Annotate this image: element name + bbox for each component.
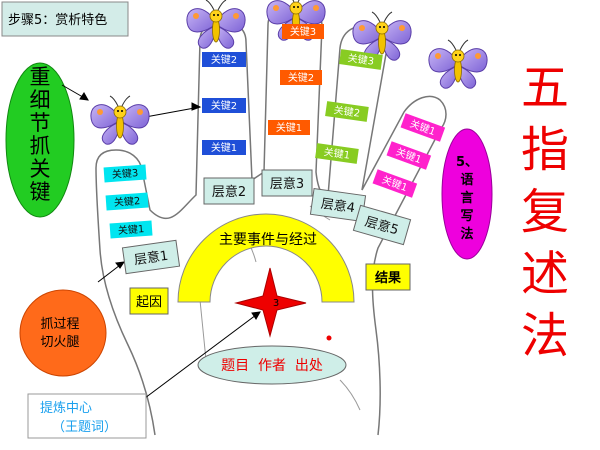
language-oval (441, 128, 493, 260)
svg-text:关键1: 关键1 (211, 141, 237, 154)
finger-4-keys: 关键3 关键2 关键1 (315, 49, 383, 164)
svg-text:节: 节 (30, 111, 51, 135)
finger-3-keys: 关键3 关键2 关键1 (268, 24, 324, 135)
result-label: 结果 (375, 270, 401, 286)
title-oval (197, 345, 347, 385)
svg-text:五: 五 (521, 60, 569, 116)
main-events-arch (177, 213, 355, 303)
svg-text:键: 键 (30, 180, 51, 204)
butterfly-icon (90, 95, 150, 145)
refine-center-line-1: 提炼中心 (40, 400, 92, 416)
svg-text:关键2: 关键2 (288, 71, 314, 84)
process-circle (19, 289, 107, 377)
svg-text:写: 写 (460, 209, 473, 224)
svg-text:指: 指 (521, 122, 569, 178)
finger-2-keys: 关键2 关键2 关键1 (202, 52, 246, 155)
language-oval-text: 5、 语 言 写 法 (456, 155, 478, 242)
svg-text:层意3: 层意3 (270, 176, 304, 192)
svg-text:复: 复 (521, 184, 569, 240)
svg-text:关: 关 (30, 157, 51, 181)
svg-text:关键3: 关键3 (290, 25, 316, 38)
svg-text:层意1: 层意1 (133, 248, 169, 269)
star-number: 3 (273, 298, 279, 309)
cause-label: 起因 (136, 295, 162, 310)
svg-text:细: 细 (30, 88, 51, 112)
main-title: 五 指 复 述 法 (521, 60, 569, 364)
finger-1-keys: 关键3 关键2 关键1 (103, 164, 153, 239)
svg-text:关键3: 关键3 (111, 166, 138, 181)
svg-text:关键2: 关键2 (113, 194, 140, 209)
svg-text:关键2: 关键2 (333, 103, 361, 120)
svg-text:抓: 抓 (30, 134, 51, 158)
main-events-label: 主要事件与经过 (219, 232, 317, 248)
svg-text:5、: 5、 (456, 155, 478, 170)
cause-box (129, 287, 169, 315)
svg-text:关键2: 关键2 (211, 99, 237, 112)
svg-text:关键1: 关键1 (323, 145, 351, 162)
svg-text:语: 语 (460, 173, 473, 188)
wrist-line (199, 299, 207, 361)
center-star (234, 267, 307, 338)
svg-text:关键3: 关键3 (347, 51, 375, 68)
butterfly-icon (428, 39, 488, 89)
svg-text:言: 言 (460, 190, 473, 206)
svg-text:关键1: 关键1 (276, 121, 302, 134)
title-oval-label: 题目 作者 出处 (221, 358, 323, 374)
refine-center-box (27, 393, 147, 439)
step-label-box (1, 1, 129, 37)
svg-text:述: 述 (521, 246, 569, 302)
refine-center-line-2: （王题词） (52, 420, 117, 435)
step-label: 步骤5：赏析特色 (8, 12, 107, 28)
svg-text:法: 法 (521, 308, 569, 364)
svg-text:层意2: 层意2 (212, 184, 246, 200)
result-box (365, 263, 411, 291)
red-dot (326, 335, 332, 341)
svg-text:关键2: 关键2 (211, 53, 237, 66)
svg-text:法: 法 (460, 226, 473, 242)
detail-oval (5, 62, 75, 218)
process-circle-line-2: 切火腿 (40, 335, 79, 350)
layer-boxes: 层意1 层意2 层意3 层意4 层意5 (121, 169, 412, 275)
palm-line (339, 379, 361, 411)
finger-5-keys: 关键1 关键1 关键1 (372, 113, 446, 198)
svg-text:层意4: 层意4 (320, 196, 356, 217)
svg-text:重: 重 (30, 65, 51, 89)
process-circle-line-1: 抓过程 (40, 317, 79, 332)
detail-oval-text: 重 细 节 抓 关 键 (30, 65, 51, 204)
svg-text:关键1: 关键1 (117, 222, 144, 237)
